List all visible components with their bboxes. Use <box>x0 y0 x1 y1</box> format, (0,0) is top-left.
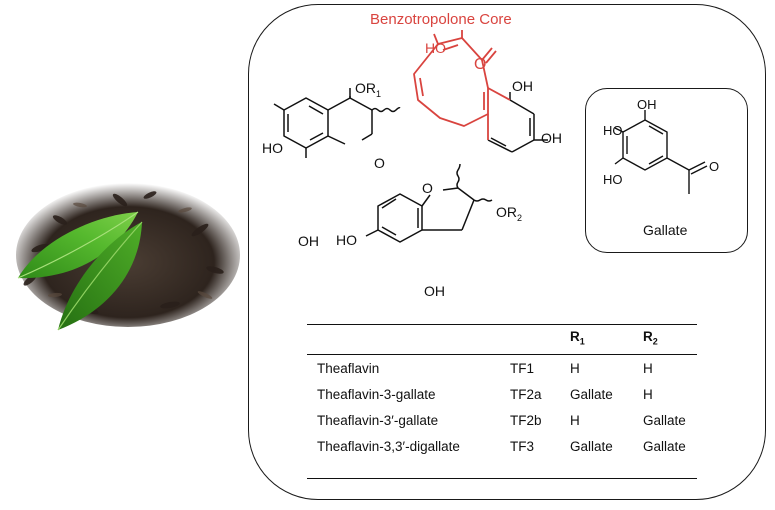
r1-value: H <box>570 412 580 428</box>
core-oh-label: HO <box>425 40 446 56</box>
r1-value: H <box>570 360 580 376</box>
theaflavin-structure <box>273 30 548 243</box>
r2-value: Gallate <box>643 412 686 428</box>
header-compound <box>307 324 510 351</box>
table-header-row: R1 R2 <box>307 324 713 351</box>
table-row: Theaflavin-3-gallate TF2a Gallate H <box>307 381 713 407</box>
ring-o-label-b: O <box>422 180 433 196</box>
ho-label-a: HO <box>262 140 283 156</box>
benzotropolone-core-label: Benzotropolone Core <box>370 11 512 28</box>
compound-code: TF1 <box>510 360 535 376</box>
table-rule-bottom <box>307 478 697 479</box>
gallate-label: Gallate <box>643 222 688 238</box>
compound-name: Theaflavin <box>317 360 380 376</box>
table-row: Theaflavin-3,3′-digallate TF3 Gallate Ga… <box>307 433 713 459</box>
r1-value: Gallate <box>570 386 613 402</box>
or2-label: OR2 <box>496 204 523 223</box>
r2-value: H <box>643 386 653 402</box>
or1-label: OR1 <box>355 80 382 99</box>
oh-label-d: OH <box>424 283 445 299</box>
r2-value: Gallate <box>643 438 686 454</box>
header-r1: R1 <box>570 328 585 347</box>
gallate-ho-bottom: HO <box>603 172 623 187</box>
oh-label-b: OH <box>541 130 562 146</box>
compound-name: Theaflavin-3,3′-digallate <box>317 438 460 454</box>
core-o-label: O <box>474 56 487 73</box>
theaflavin-table: R1 R2 Theaflavin TF1 H H Theaflavin-3-ga… <box>307 324 713 459</box>
r1-value: Gallate <box>570 438 613 454</box>
table-row: Theaflavin TF1 H H <box>307 355 713 381</box>
compound-name: Theaflavin-3′-gallate <box>317 412 439 428</box>
compound-code: TF2a <box>510 386 542 402</box>
table-rule-mid <box>307 354 697 355</box>
table-row: Theaflavin-3′-gallate TF2b H Gallate <box>307 407 713 433</box>
ho-label-b: HO <box>336 232 357 248</box>
r2-value: H <box>643 360 653 376</box>
gallate-ho-mid: HO <box>603 123 623 138</box>
tea-leaves-image <box>16 183 240 331</box>
structure-panel <box>248 4 766 500</box>
oh-label-a: OH <box>512 78 533 94</box>
ring-o-label-a: O <box>374 155 385 171</box>
compound-name: Theaflavin-3-gallate <box>317 386 436 402</box>
header-code <box>510 324 570 351</box>
header-r2: R2 <box>643 328 658 347</box>
compound-code: TF3 <box>510 438 535 454</box>
gallate-box <box>585 88 748 253</box>
gallate-oh-top: OH <box>637 97 657 112</box>
compound-code: TF2b <box>510 412 542 428</box>
table-rule-top <box>307 324 697 325</box>
oh-label-c: OH <box>298 233 319 249</box>
gallate-o-label: O <box>709 159 720 174</box>
gallate-structure <box>614 110 708 194</box>
